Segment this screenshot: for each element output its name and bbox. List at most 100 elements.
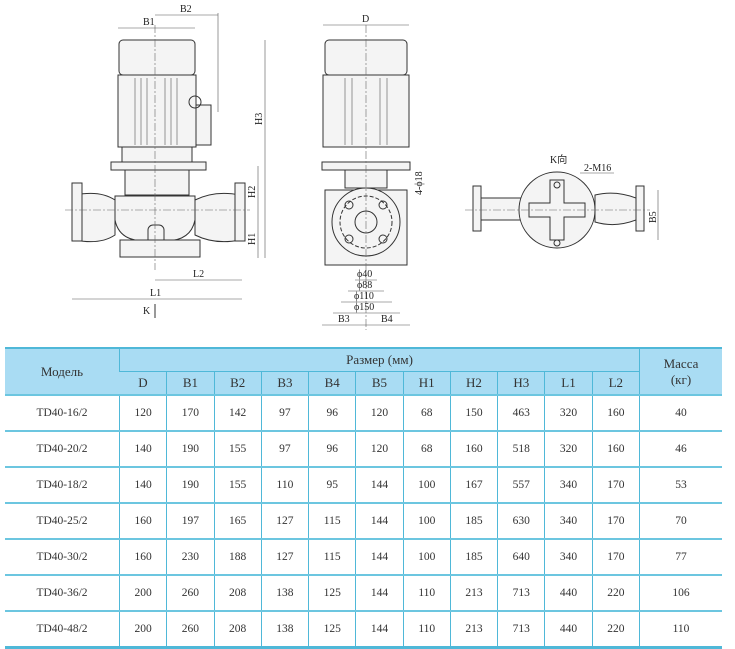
side-view: D 4-ϕ18 ϕ40 ϕ88 ϕ110 ϕ150 B3 B4 [321, 14, 425, 330]
dim-label-phi150: ϕ150 [354, 302, 374, 313]
value-cell-h1: 68 [402, 430, 451, 467]
value-cell-b1: 260 [166, 574, 215, 611]
value-cell-l2: 160 [591, 430, 640, 467]
value-cell-l1: 340 [544, 538, 593, 575]
model-cell: TD40-36/2 [5, 574, 120, 611]
value-cell-h1: 100 [402, 538, 451, 575]
value-cell-h2: 150 [449, 394, 498, 431]
dim-label-phi110: ϕ110 [354, 291, 374, 302]
value-cell-h3: 557 [497, 466, 545, 503]
value-cell-d: 160 [118, 538, 167, 575]
mass-header-line2: (кг) [670, 371, 692, 387]
value-cell-b5: 144 [355, 574, 404, 611]
value-cell-b2: 155 [213, 430, 262, 467]
mass-cell: 106 [639, 574, 722, 611]
value-cell-l1: 440 [544, 610, 593, 648]
mass-cell: 46 [639, 430, 722, 467]
value-cell-b3: 138 [260, 610, 309, 648]
value-cell-b1: 190 [166, 466, 215, 503]
value-cell-l2: 170 [591, 502, 640, 539]
mass-cell: 110 [639, 610, 722, 648]
dim-label-phi88: ϕ88 [357, 280, 372, 291]
dim-label-b1: B1 [143, 17, 155, 28]
value-cell-h3: 463 [497, 394, 545, 431]
value-cell-d: 140 [118, 466, 167, 503]
dim-label-b4: B4 [381, 314, 393, 325]
value-cell-l1: 340 [544, 502, 593, 539]
value-cell-h2: 167 [449, 466, 498, 503]
column-header-b3: B3 [260, 371, 309, 395]
value-cell-l2: 170 [591, 538, 640, 575]
value-cell-l1: 340 [544, 466, 593, 503]
value-cell-b2: 208 [213, 610, 262, 648]
value-cell-h2: 160 [449, 430, 498, 467]
value-cell-l2: 220 [591, 610, 640, 648]
value-cell-b3: 138 [260, 574, 309, 611]
value-cell-h1: 68 [402, 394, 451, 431]
dim-label-b5: B5 [648, 211, 659, 223]
column-header-l2: L2 [591, 371, 640, 395]
value-cell-b1: 190 [166, 430, 215, 467]
value-cell-b1: 170 [166, 394, 215, 431]
value-cell-b3: 97 [260, 394, 309, 431]
value-cell-b2: 155 [213, 466, 262, 503]
value-cell-b2: 208 [213, 574, 262, 611]
value-cell-b4: 95 [308, 466, 356, 503]
value-cell-b1: 260 [166, 610, 215, 648]
column-header-h1: H1 [402, 371, 451, 395]
holes-label: 4-ϕ18 [414, 171, 425, 195]
value-cell-b4: 96 [308, 430, 356, 467]
value-cell-h1: 110 [402, 610, 451, 648]
value-cell-b3: 127 [260, 538, 309, 575]
value-cell-b5: 144 [355, 610, 404, 648]
value-cell-h3: 630 [497, 502, 545, 539]
value-cell-h1: 100 [402, 466, 451, 503]
mass-header: Масса (кг) [639, 348, 722, 395]
value-cell-d: 200 [118, 574, 167, 611]
dim-label-h2: H2 [247, 186, 258, 198]
value-cell-l1: 320 [544, 430, 593, 467]
bolts-label: 2-M16 [584, 163, 611, 174]
value-cell-b5: 144 [355, 502, 404, 539]
value-cell-h2: 213 [449, 610, 498, 648]
mass-cell: 40 [639, 394, 722, 431]
value-cell-b4: 96 [308, 394, 356, 431]
value-cell-l2: 160 [591, 394, 640, 431]
column-header-h2: H2 [449, 371, 498, 395]
value-cell-l2: 220 [591, 574, 640, 611]
column-header-b5: B5 [355, 371, 404, 395]
value-cell-b2: 142 [213, 394, 262, 431]
dim-label-d: D [362, 14, 369, 25]
value-cell-h3: 713 [497, 574, 545, 611]
model-cell: TD40-48/2 [5, 610, 120, 648]
model-cell: TD40-16/2 [5, 394, 120, 431]
value-cell-d: 200 [118, 610, 167, 648]
value-cell-b4: 115 [308, 502, 356, 539]
model-cell: TD40-25/2 [5, 502, 120, 539]
model-header: Модель [5, 348, 120, 395]
dim-label-l2: L2 [193, 269, 204, 280]
value-cell-h3: 518 [497, 430, 545, 467]
mass-header-line1: Масса [663, 355, 699, 371]
column-header-h3: H3 [497, 371, 545, 395]
column-header-b4: B4 [308, 371, 356, 395]
value-cell-b4: 115 [308, 538, 356, 575]
value-cell-h3: 713 [497, 610, 545, 648]
value-cell-b4: 125 [308, 610, 356, 648]
value-cell-b5: 120 [355, 430, 404, 467]
value-cell-b3: 97 [260, 430, 309, 467]
value-cell-b3: 110 [260, 466, 309, 503]
dim-label-h3: H3 [254, 113, 265, 125]
value-cell-d: 160 [118, 502, 167, 539]
dim-label-b2: B2 [180, 4, 192, 15]
dim-label-phi40: ϕ40 [357, 269, 372, 280]
pump-dimension-drawing: B1 B2 H3 H2 H1 L2 L1 K D 4-ϕ18 [65, 4, 659, 330]
value-cell-l1: 440 [544, 574, 593, 611]
mass-cell: 77 [639, 538, 722, 575]
